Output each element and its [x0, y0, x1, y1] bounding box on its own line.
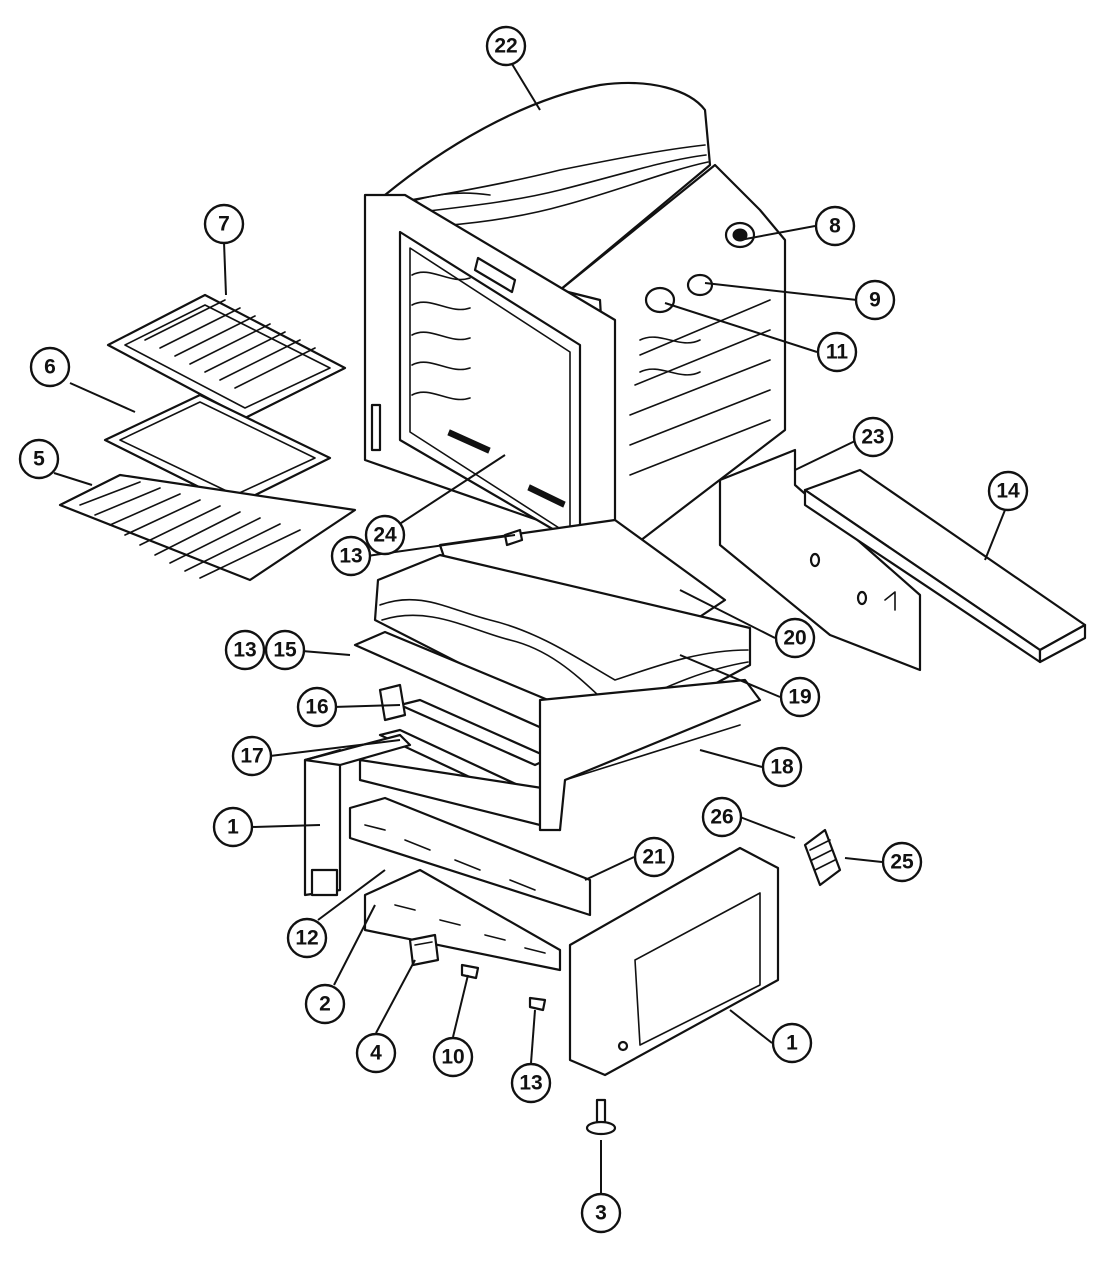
svg-text:20: 20	[783, 627, 806, 650]
callout-13-screw: 13	[510, 1062, 552, 1104]
callout-1-right: 1	[771, 1022, 813, 1064]
svg-text:1: 1	[227, 816, 239, 839]
svg-text:24: 24	[373, 524, 397, 547]
svg-text:13: 13	[233, 639, 256, 662]
callout-16: 16	[296, 686, 338, 728]
screw-10	[460, 963, 480, 980]
control-panel-bracket	[348, 796, 592, 917]
spark-module	[803, 828, 842, 887]
callout-7: 7	[203, 203, 245, 245]
callout-26: 26	[701, 796, 743, 838]
callout-5: 5	[18, 438, 60, 480]
svg-text:11: 11	[826, 341, 849, 364]
svg-text:8: 8	[829, 215, 841, 238]
svg-text:21: 21	[642, 846, 666, 869]
svg-text:4: 4	[370, 1042, 382, 1065]
callout-15: 15	[264, 629, 306, 671]
support-rail	[538, 678, 762, 832]
svg-text:13: 13	[339, 545, 362, 568]
callout-18: 18	[761, 746, 803, 788]
svg-text:12: 12	[295, 927, 318, 950]
svg-text:22: 22	[494, 35, 517, 58]
callout-14: 14	[987, 470, 1029, 512]
svg-text:2: 2	[319, 993, 331, 1016]
callout-1-left: 1	[212, 806, 254, 848]
leader-lines	[53, 63, 1006, 1193]
svg-text:9: 9	[869, 289, 881, 312]
callout-21: 21	[633, 836, 675, 878]
svg-text:26: 26	[710, 806, 733, 829]
leveling-leg	[585, 1098, 617, 1136]
svg-text:18: 18	[770, 756, 794, 779]
callout-13-cavity: 13	[330, 535, 372, 577]
svg-text:19: 19	[788, 686, 811, 709]
callout-11: 11	[816, 331, 858, 373]
svg-text:16: 16	[305, 696, 328, 719]
callout-6: 6	[29, 346, 71, 388]
callout-23: 23	[852, 416, 894, 458]
svg-text:13: 13	[519, 1072, 542, 1095]
side-leg-right	[568, 846, 780, 1077]
oven-rack	[58, 473, 357, 582]
callout-4: 4	[355, 1032, 397, 1074]
callout-13-bottom: 13	[224, 629, 266, 671]
callout-25: 25	[881, 841, 923, 883]
svg-text:10: 10	[441, 1046, 464, 1069]
callout-24: 24	[364, 514, 406, 556]
clip-switch	[408, 933, 440, 967]
callout-10: 10	[432, 1036, 474, 1078]
callout-3: 3	[580, 1192, 622, 1234]
svg-text:15: 15	[273, 639, 297, 662]
callout-9: 9	[854, 279, 896, 321]
screw-13	[528, 996, 547, 1012]
callout-12: 12	[286, 917, 328, 959]
rear-channel	[803, 468, 1087, 664]
svg-text:14: 14	[996, 480, 1020, 503]
svg-text:23: 23	[861, 426, 884, 449]
oven-screw	[503, 528, 524, 547]
broiler-pan-grid	[106, 293, 347, 420]
svg-text:1: 1	[786, 1032, 798, 1055]
callout-2: 2	[304, 983, 346, 1025]
svg-text:3: 3	[595, 1202, 607, 1225]
svg-text:7: 7	[218, 213, 230, 236]
callout-20: 20	[774, 617, 816, 659]
broiler-pan	[103, 393, 332, 507]
svg-text:17: 17	[240, 745, 263, 768]
svg-text:6: 6	[44, 356, 56, 379]
callout-19: 19	[779, 676, 821, 718]
svg-text:25: 25	[890, 851, 914, 874]
svg-text:5: 5	[33, 448, 45, 471]
callout-8: 8	[814, 205, 856, 247]
callout-17: 17	[231, 735, 273, 777]
callout-22: 22	[485, 25, 527, 67]
rear-panel	[718, 448, 922, 672]
